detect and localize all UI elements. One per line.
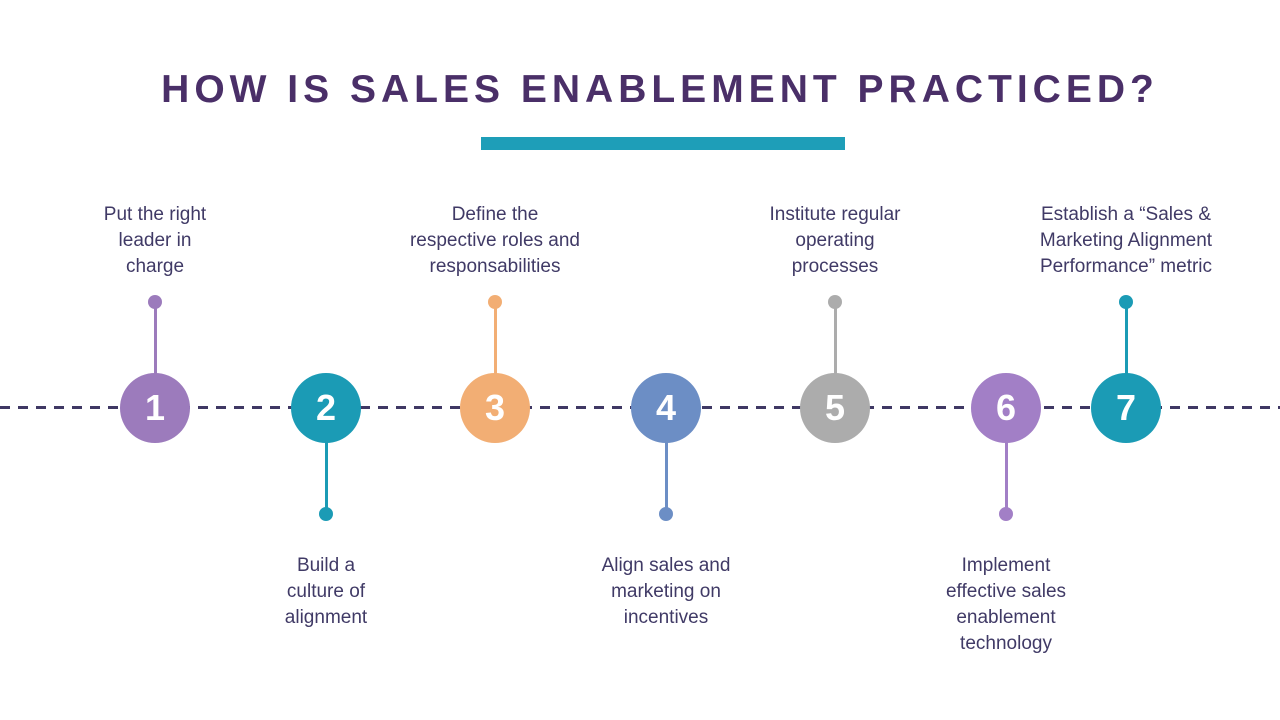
step-number: 6 [995, 387, 1017, 428]
connector-line [1124, 302, 1128, 408]
step-circle: 6 [971, 373, 1041, 443]
step-label: Align sales and marketing on incentives [601, 555, 731, 628]
connector-line [664, 408, 668, 514]
step-circle: 7 [1091, 373, 1161, 443]
step-label: Build a culture of alignment [284, 555, 368, 628]
step-label: Put the right leader in charge [103, 204, 207, 277]
step-number: 1 [144, 387, 166, 428]
connector-dot [659, 507, 673, 521]
step-circle: 2 [291, 373, 361, 443]
page-title: HOW IS SALES ENABLEMENT PRACTICED? [161, 68, 1159, 111]
title-underline [481, 137, 845, 150]
step-label: Implement effective sales enablement tec… [945, 555, 1067, 654]
step-number: 5 [824, 387, 846, 428]
step-number: 3 [484, 387, 506, 428]
connector-line [324, 408, 328, 514]
connector-line [153, 302, 157, 408]
step-circle: 1 [120, 373, 190, 443]
step-circle: 4 [631, 373, 701, 443]
connector-line [493, 302, 497, 408]
step-label: Institute regular operating processes [769, 204, 901, 277]
connector-line [833, 302, 837, 408]
connector-dot [319, 507, 333, 521]
step-circle: 3 [460, 373, 530, 443]
step-label: Establish a “Sales & Marketing Alignment… [1039, 204, 1213, 277]
connector-line [1004, 408, 1008, 514]
step-number: 4 [655, 387, 677, 428]
step-circle: 5 [800, 373, 870, 443]
step-number: 2 [315, 387, 337, 428]
connector-dot [999, 507, 1013, 521]
step-label: Define the respective roles and responsa… [409, 204, 581, 277]
step-number: 7 [1115, 387, 1137, 428]
